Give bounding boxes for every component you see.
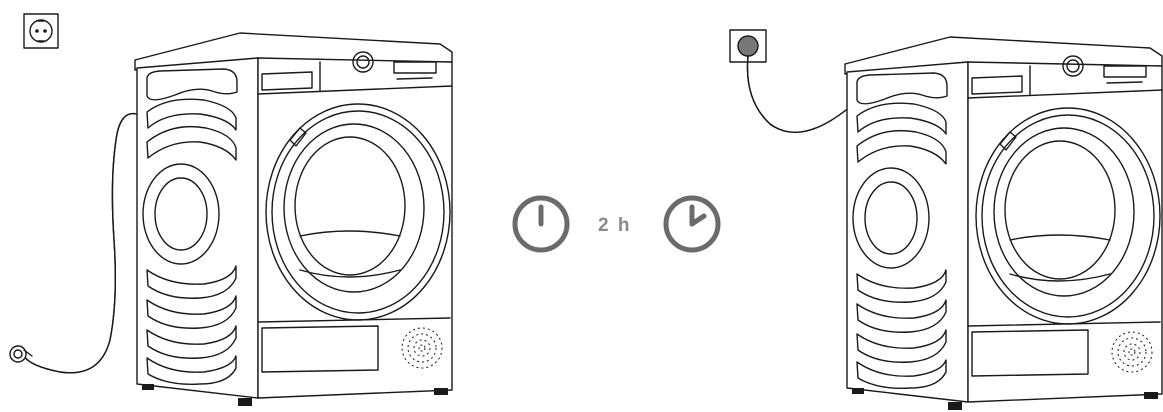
wait-indicator: 2 h: [512, 195, 721, 253]
clock-end-icon: [663, 195, 721, 253]
dryer-unplugged: [9, 13, 453, 407]
power-plug: [9, 345, 33, 363]
power-cable-loose: [23, 112, 138, 374]
tumble-dryer-icon: [844, 36, 1163, 411]
clock-start-icon: [512, 195, 570, 253]
dryer-plugged-in: [729, 29, 1163, 411]
wait-duration-label: 2 h: [598, 215, 631, 236]
tumble-dryer-icon: [134, 32, 453, 407]
wall-socket-icon: [23, 13, 59, 49]
